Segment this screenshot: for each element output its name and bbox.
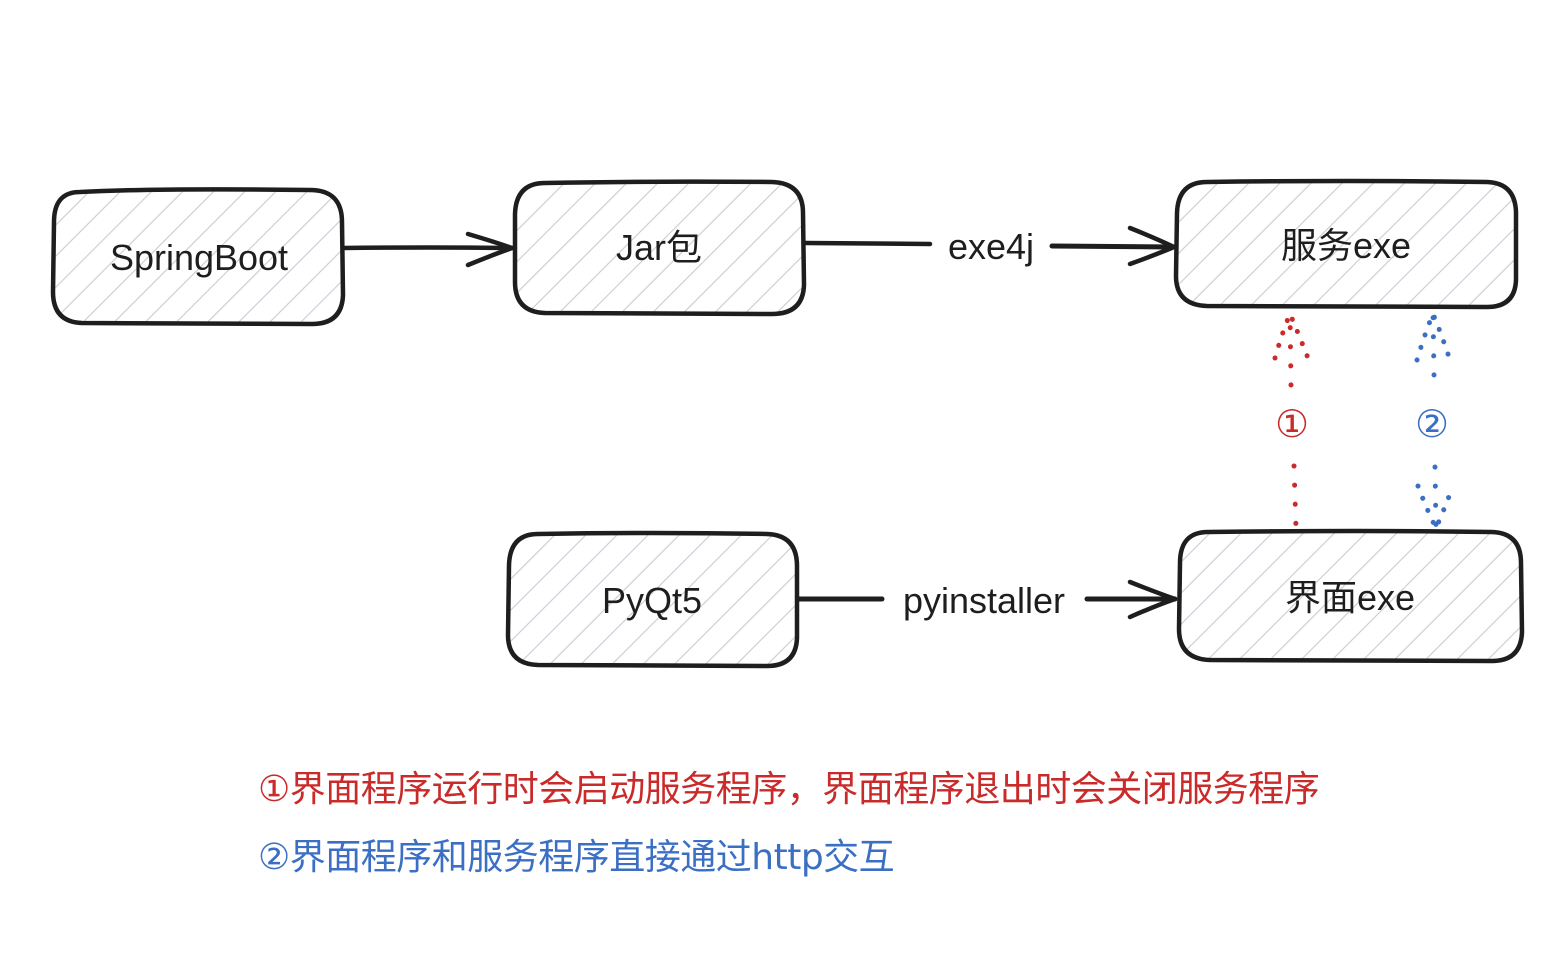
- arrowhead-down-icon: [1415, 483, 1456, 534]
- node-jar-label: Jar包: [616, 227, 702, 268]
- edge-jar-to-service: exe4j: [803, 225, 1177, 267]
- link-2-marker: ②: [1415, 402, 1449, 446]
- edge-jar-to-service-line-a: [803, 240, 933, 247]
- arrowhead-icon: [1127, 225, 1177, 267]
- arrowhead-icon: [1127, 579, 1178, 620]
- node-ui-exe-shape: [1176, 528, 1525, 664]
- arrowhead-icon: [1272, 307, 1311, 361]
- node-service-exe-shape: [1173, 178, 1519, 310]
- node-springboot[interactable]: SpringBoot: [50, 187, 346, 327]
- node-jar[interactable]: Jar包: [512, 179, 807, 317]
- note-1: ①界面程序运行时会启动服务程序，界面程序退出时会关闭服务程序: [258, 769, 1320, 810]
- edge-link-2: ②: [1414, 307, 1456, 534]
- link-1-marker: ①: [1275, 402, 1309, 446]
- edge-link-1: ①: [1272, 307, 1311, 531]
- node-springboot-label: SpringBoot: [110, 237, 288, 278]
- node-pyqt5-label: PyQt5: [602, 580, 702, 621]
- node-ui-exe-label: 界面exe: [1285, 577, 1415, 618]
- edge-link-2-upper: [1430, 309, 1437, 378]
- arrowhead-icon: [465, 231, 515, 268]
- edge-link-1-lower: [1291, 463, 1299, 531]
- node-pyqt5-shape: [505, 530, 800, 669]
- node-service-exe[interactable]: 服务exe: [1173, 178, 1519, 310]
- edge-link-1-upper: [1287, 309, 1294, 388]
- edge-pyqt5-to-ui: pyinstaller: [796, 579, 1178, 621]
- edge-pyqt5-to-ui-label: pyinstaller: [903, 580, 1065, 621]
- node-jar-shape: [512, 179, 807, 317]
- node-springboot-shape: [50, 187, 346, 327]
- node-pyqt5[interactable]: PyQt5: [505, 530, 800, 669]
- edge-link-2-lower: [1432, 464, 1439, 531]
- note-2: ②界面程序和服务程序直接通过http交互: [258, 837, 895, 878]
- edge-springboot-to-jar: [341, 231, 515, 268]
- node-service-exe-label: 服务exe: [1281, 225, 1411, 266]
- node-ui-exe[interactable]: 界面exe: [1176, 528, 1525, 664]
- arrowhead-up-icon: [1414, 307, 1453, 363]
- edge-springboot-to-jar-line: [341, 245, 515, 251]
- edge-jar-to-service-line-b: [1049, 243, 1177, 250]
- edge-jar-to-service-label: exe4j: [948, 226, 1034, 267]
